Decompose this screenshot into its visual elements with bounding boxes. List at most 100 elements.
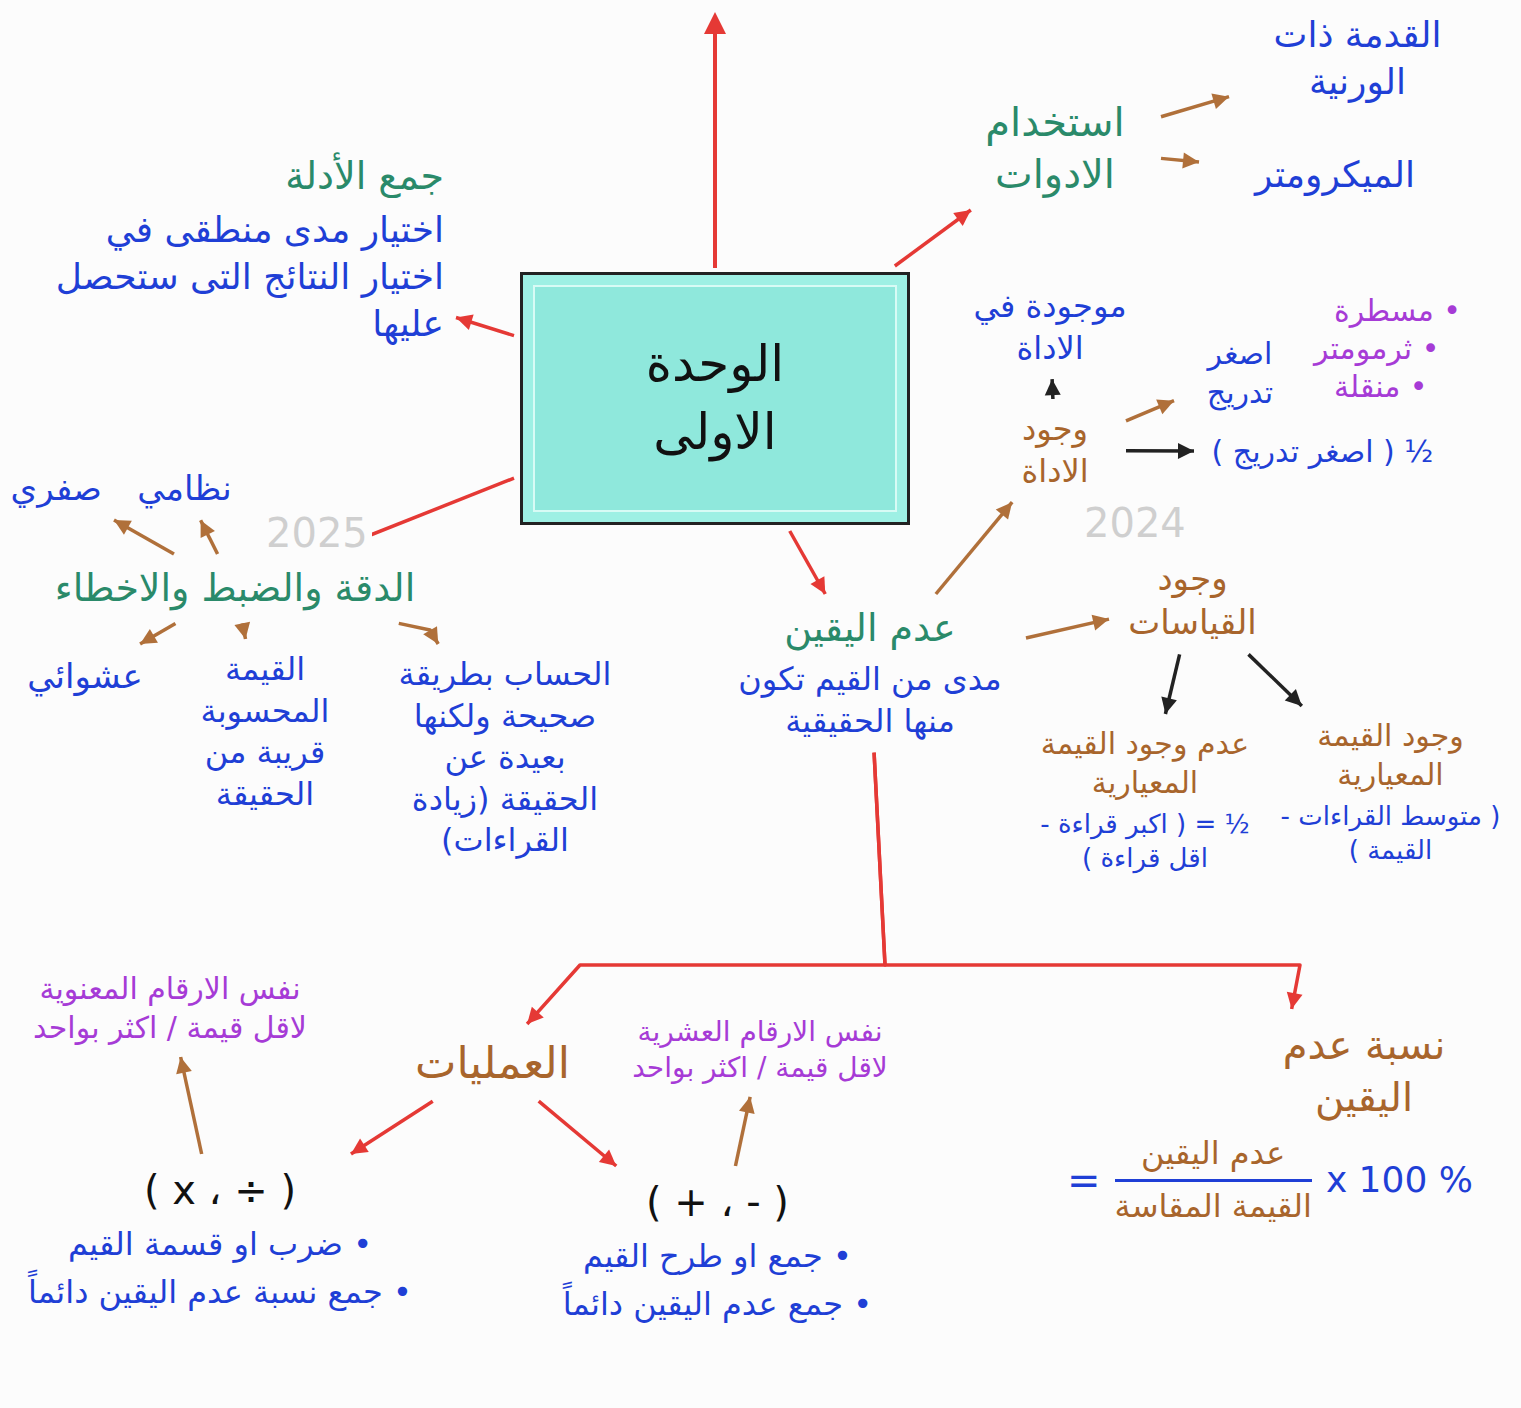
connector-line xyxy=(351,1101,433,1154)
node-heading: نفس الارقام المعنوية لاقل قيمة / اكثر بو… xyxy=(16,969,324,1047)
rule-node: نفس الارقام المعنوية لاقل قيمة / اكثر بو… xyxy=(10,965,330,1051)
watermark: 2024 xyxy=(1080,498,1190,548)
topic-node: عدم اليقين مدى من القيم تكون منها الحقيقي… xyxy=(720,600,1020,747)
arrow-head xyxy=(953,210,971,226)
topic-node: استخدام الادوات xyxy=(955,92,1155,204)
connector xyxy=(1161,153,1199,169)
connector xyxy=(539,1101,617,1166)
operation-node: ( x ، ÷ ) • ضرب او قسمة القيم • جمع نسبة ع… xyxy=(15,1160,425,1317)
connector xyxy=(790,531,826,594)
connector xyxy=(936,502,1012,594)
connector xyxy=(874,753,1302,1009)
node-heading: وجود القياسات xyxy=(1121,556,1264,644)
node-heading: موجودة في الاداة xyxy=(961,286,1139,369)
arrow-head xyxy=(1285,689,1302,706)
tool-example: • مسطرة xyxy=(1330,292,1465,330)
node-body: • ضرب او قسمة القيم xyxy=(21,1224,419,1266)
formula-row: =عدم اليقينالقيمة المقاسةx 100 % xyxy=(1056,1133,1484,1227)
node-body: • جمع عدم اليقين دائماً xyxy=(531,1284,904,1326)
node-body: ( متوسط القراءات - القيمة ) xyxy=(1274,800,1507,868)
operation-node: ( + ، - )• جمع او طرح القيم• جمع عدم الي… xyxy=(525,1172,910,1329)
node-heading: الميكرومتر xyxy=(1211,152,1459,199)
connector xyxy=(895,210,971,266)
connector-line xyxy=(399,623,438,644)
node-heading: وجود القيمة المعيارية xyxy=(1274,716,1507,794)
tool-example: • منقلة xyxy=(1330,368,1432,406)
connector-line xyxy=(1248,654,1301,706)
upward-branch-line xyxy=(713,32,717,268)
connector xyxy=(735,1097,754,1166)
arrow-head xyxy=(140,629,158,644)
node-heading: جمع الأدلة xyxy=(36,152,444,201)
topic-node: الدقة والضبط والاخطاء xyxy=(15,560,455,617)
central-title: الوحدة الاولى xyxy=(585,331,845,466)
subtopic-node: وجود القيمة المعيارية( متوسط القراءات - … xyxy=(1268,712,1513,872)
connector-line xyxy=(140,623,175,644)
fraction-bar xyxy=(1115,1179,1312,1182)
topic-node: جمع الأدلة اختيار مدى منطقى في اختيار الن… xyxy=(30,148,450,352)
connector-line xyxy=(790,531,826,594)
arrow-head xyxy=(996,502,1012,519)
upward-branch-head xyxy=(704,12,726,34)
arrow-head xyxy=(1092,615,1109,631)
connector xyxy=(140,623,175,644)
arrow-head xyxy=(1156,399,1174,414)
node-heading: استخدام الادوات xyxy=(961,96,1149,200)
tool-node: الميكرومتر xyxy=(1205,148,1465,203)
node-heading: عدم اليقين xyxy=(726,604,1014,653)
error-type-node: عشوائي xyxy=(15,650,155,702)
connector-line xyxy=(936,502,1012,594)
connector xyxy=(456,315,514,336)
subtopic-node: وجود القياسات xyxy=(1115,552,1270,648)
arrow-head xyxy=(1287,992,1303,1009)
detail-node: اصغر تدريج xyxy=(1180,330,1300,416)
tool-node: القدمة ذات الورنية xyxy=(1235,8,1480,110)
error-type-node: نظامي xyxy=(122,462,247,514)
arrow-head xyxy=(201,520,215,538)
connector-line xyxy=(201,520,218,554)
definition-node: القيمة المحسوبة قريبة من الحقيقة xyxy=(175,645,355,819)
detail-node: ½ ( اصغر تدريج ) xyxy=(1200,428,1445,475)
node-heading: نظامي xyxy=(128,466,241,510)
subtopic-node: وجود الاداة xyxy=(990,405,1120,496)
arrow-head xyxy=(176,1057,192,1074)
formula-node: نسبة عدم اليقين=عدم اليقينالقيمة المقاسة… xyxy=(1050,1015,1490,1231)
connector xyxy=(1126,443,1194,459)
formula-fraction: عدم اليقينالقيمة المقاسة xyxy=(1115,1133,1312,1227)
node-heading: ( x ، ÷ ) xyxy=(21,1164,419,1216)
node-heading: عدم وجود القيمة المعيارية xyxy=(1031,724,1259,802)
formula-factor: x 100 % xyxy=(1326,1157,1473,1204)
connector xyxy=(234,622,250,639)
error-type-node: صفري xyxy=(8,462,108,514)
node-body: مدى من القيم تكون منها الحقيقية xyxy=(726,659,1014,742)
subtopic-node: عدم وجود القيمة المعيارية½ = ( اكبر قراء… xyxy=(1025,720,1265,880)
formula-heading: نسبة عدم اليقين xyxy=(1244,1019,1484,1123)
detail-node: موجودة في الاداة xyxy=(955,282,1145,373)
node-heading: الدقة والضبط والاخطاء xyxy=(21,564,449,613)
formula-numerator: عدم اليقين xyxy=(1141,1133,1285,1175)
node-body: • جمع او طرح القيم xyxy=(531,1236,904,1278)
node-body: ½ = ( اكبر قراءة - اقل قراءة ) xyxy=(1031,808,1259,876)
definition-node: الحساب بطريقة صحيحة ولكنها بعيدة عن الحق… xyxy=(385,650,625,866)
node-heading: عشوائي xyxy=(21,654,149,698)
arrow-head xyxy=(1211,94,1229,109)
connector xyxy=(1161,94,1229,117)
arrow-head xyxy=(739,1097,755,1114)
connector xyxy=(1126,399,1174,420)
node-heading: الحساب بطريقة صحيحة ولكنها بعيدة عن الحق… xyxy=(391,654,619,862)
arrow-head xyxy=(1045,379,1061,395)
arrow-head xyxy=(114,520,132,535)
arrow-head xyxy=(1161,697,1177,714)
arrow-head xyxy=(1182,153,1199,169)
arrow-head xyxy=(456,315,474,330)
connector-line xyxy=(874,753,1300,1009)
connector xyxy=(201,520,218,554)
subtopic-node: العمليات xyxy=(390,1030,595,1095)
node-heading: ½ ( اصغر تدريج ) xyxy=(1206,432,1439,471)
node-body: • جمع نسبة عدم اليقين دائماً xyxy=(21,1272,419,1314)
arrow-head xyxy=(1178,443,1194,459)
connector-line xyxy=(539,1101,617,1166)
connector xyxy=(351,1101,433,1154)
node-body: اختيار مدى منطقى في اختيار النتائج التى … xyxy=(36,207,444,347)
